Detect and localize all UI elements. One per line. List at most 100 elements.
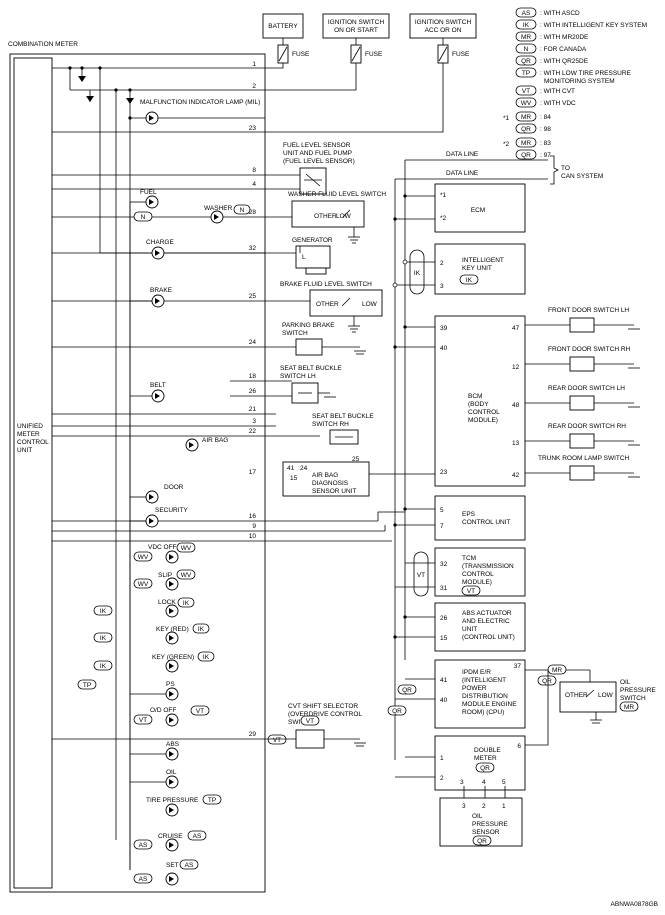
svg-text:KEY (RED): KEY (RED) bbox=[156, 626, 189, 633]
svg-text:VT: VT bbox=[196, 708, 204, 715]
svg-text:UNIFIED: UNIFIED bbox=[17, 423, 43, 430]
svg-text:41: 41 bbox=[287, 465, 295, 472]
svg-text:PARKING BRAKE: PARKING BRAKE bbox=[282, 322, 335, 329]
svg-text:QR: QR bbox=[521, 152, 531, 159]
lock-lamp-icon bbox=[165, 604, 179, 618]
svg-text:TCM: TCM bbox=[462, 555, 476, 562]
svg-text:6: 6 bbox=[517, 743, 521, 750]
svg-text:: WITH LOW TIRE PRESSURE: : WITH LOW TIRE PRESSURE bbox=[540, 70, 632, 77]
svg-text:ON OR START: ON OR START bbox=[334, 27, 378, 34]
svg-text:WASHER: WASHER bbox=[204, 205, 233, 212]
svg-text:28: 28 bbox=[249, 209, 257, 216]
svg-text:QR: QR bbox=[480, 765, 490, 772]
ignition-acc-on-box bbox=[409, 13, 477, 39]
svg-text:BCM: BCM bbox=[468, 393, 482, 400]
svg-text:2: 2 bbox=[440, 260, 444, 267]
svg-text:5: 5 bbox=[440, 507, 444, 514]
svg-text:SEAT BELT BUCKLE: SEAT BELT BUCKLE bbox=[312, 413, 374, 420]
svg-text:MR: MR bbox=[521, 140, 531, 147]
svg-text:WV: WV bbox=[138, 581, 149, 588]
svg-text:AIR BAG: AIR BAG bbox=[312, 472, 338, 479]
svg-text:KEY (GREEN): KEY (GREEN) bbox=[152, 654, 194, 661]
svg-text:ROOM) (CPU): ROOM) (CPU) bbox=[462, 709, 504, 716]
legend-item-qr: QR: WITH QR25DE bbox=[515, 55, 589, 66]
svg-text:AND ELECTRIC: AND ELECTRIC bbox=[462, 618, 510, 625]
legend: AS: WITH ASCD IK: WITH INTELLIGENT KEY S… bbox=[503, 7, 647, 160]
svg-text:3: 3 bbox=[462, 803, 466, 810]
svg-text:: WITH MR20DE: : WITH MR20DE bbox=[540, 34, 589, 41]
svg-text:40: 40 bbox=[440, 697, 448, 704]
svg-text:FUSE: FUSE bbox=[365, 51, 383, 58]
svg-text:18: 18 bbox=[249, 373, 257, 380]
svg-text:WV: WV bbox=[138, 554, 149, 561]
tcm-box bbox=[434, 547, 526, 597]
svg-text:N: N bbox=[240, 207, 245, 214]
svg-text:: FOR CANADA: : FOR CANADA bbox=[540, 46, 587, 53]
combination-meter: COMBINATION METER UNIFIED METER CONTROL … bbox=[8, 41, 392, 893]
svg-text:22: 22 bbox=[249, 428, 257, 435]
front-door-rh-switch bbox=[569, 356, 595, 372]
svg-text:8: 8 bbox=[252, 167, 256, 174]
svg-text:: 84: : 84 bbox=[540, 114, 551, 121]
svg-text:*2: *2 bbox=[440, 215, 447, 222]
key-green-lamp-icon bbox=[165, 659, 179, 673]
middle-components: FUEL LEVEL SENSOR UNIT AND FUEL PUMP (FU… bbox=[267, 142, 386, 749]
fuel-sensor-box bbox=[299, 167, 327, 195]
svg-text:(FUEL LEVEL SENSOR): (FUEL LEVEL SENSOR) bbox=[283, 158, 355, 165]
svg-text:CONTROL: CONTROL bbox=[17, 439, 49, 446]
svg-text:L: L bbox=[302, 254, 306, 261]
svg-text:FUEL: FUEL bbox=[140, 189, 157, 196]
svg-text:SENSOR: SENSOR bbox=[472, 829, 500, 836]
svg-text:MR: MR bbox=[521, 114, 531, 121]
svg-text:VT: VT bbox=[522, 88, 530, 95]
svg-text:26: 26 bbox=[249, 388, 257, 395]
parking-brake-box bbox=[295, 338, 323, 356]
svg-text:5: 5 bbox=[502, 779, 506, 786]
svg-text:QR: QR bbox=[392, 708, 402, 715]
svg-text:SECURITY: SECURITY bbox=[155, 507, 189, 514]
svg-text:QR: QR bbox=[542, 678, 552, 685]
legend-item-n: N : FOR CANADA bbox=[515, 43, 587, 54]
legend-item-vt: VT : WITH CVT bbox=[515, 85, 575, 96]
set-lamp-icon bbox=[165, 872, 179, 886]
svg-text:39: 39 bbox=[440, 325, 448, 332]
bcm-box bbox=[434, 315, 526, 487]
oil-lamp-icon bbox=[165, 775, 179, 789]
lamp-bus-taps bbox=[99, 240, 265, 783]
svg-text:42: 42 bbox=[512, 472, 520, 479]
svg-text:7: 7 bbox=[440, 523, 444, 530]
svg-text:CONTROL UNIT: CONTROL UNIT bbox=[462, 519, 511, 526]
abs-box bbox=[434, 602, 526, 652]
airbag-sensor-box bbox=[282, 461, 370, 497]
svg-text:IK: IK bbox=[198, 626, 205, 633]
svg-text:AIR BAG: AIR BAG bbox=[202, 437, 228, 444]
svg-text:FUSE: FUSE bbox=[292, 51, 310, 58]
svg-text:37: 37 bbox=[514, 663, 522, 670]
ignition-on-start-box bbox=[322, 13, 390, 39]
svg-text:TIRE PRESSURE: TIRE PRESSURE bbox=[146, 797, 199, 804]
svg-text:MR: MR bbox=[552, 667, 562, 674]
svg-text:VT: VT bbox=[139, 717, 147, 724]
svg-text:*1: *1 bbox=[503, 115, 510, 122]
svg-text:25: 25 bbox=[249, 293, 257, 300]
svg-text:15: 15 bbox=[290, 475, 298, 482]
legend-item-wv: WV: WITH VDC bbox=[515, 97, 576, 108]
svg-text:CHARGE: CHARGE bbox=[146, 239, 174, 246]
svg-text:ACC OR ON: ACC OR ON bbox=[425, 27, 462, 34]
cruise-lamp-icon bbox=[165, 838, 179, 852]
svg-text:CRUISE: CRUISE bbox=[158, 833, 183, 840]
svg-text:ABS: ABS bbox=[166, 741, 180, 748]
svg-text:INTELLIGENT: INTELLIGENT bbox=[462, 257, 504, 264]
intelligent-key-unit-box bbox=[434, 243, 526, 295]
svg-text:FRONT DOOR SWITCH LH: FRONT DOOR SWITCH LH bbox=[548, 307, 629, 314]
svg-text:OTHER: OTHER bbox=[565, 692, 588, 699]
svg-text:31: 31 bbox=[440, 585, 448, 592]
svg-text:VT: VT bbox=[306, 718, 314, 725]
svg-text:SEAT BELT BUCKLE: SEAT BELT BUCKLE bbox=[280, 365, 342, 372]
svg-text:: WITH CVT: : WITH CVT bbox=[540, 88, 575, 95]
svg-text:: WITH ASCD: : WITH ASCD bbox=[540, 10, 580, 17]
svg-text:N: N bbox=[524, 46, 529, 53]
svg-text:OTHER: OTHER bbox=[314, 213, 337, 220]
meter-lamps: FUEL WASHER N CHARGE BRAKE BELT AIR BAG … bbox=[130, 189, 251, 886]
